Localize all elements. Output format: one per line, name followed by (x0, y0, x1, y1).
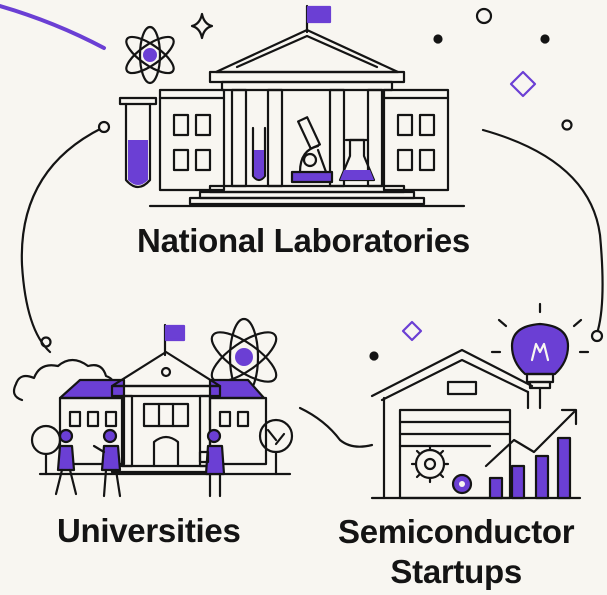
microscope-icon (290, 116, 334, 184)
gear-icon (410, 444, 450, 484)
trend-arrow-icon (484, 408, 578, 468)
students-icon (54, 428, 226, 498)
semiconductor-startups-label-line2: Startups (390, 553, 522, 590)
tree-icon (258, 418, 294, 476)
flag-icon (305, 4, 332, 34)
semiconductor-startups-label: Semiconductor Startups (338, 512, 575, 592)
gear-icon (451, 473, 473, 495)
connector-node (97, 120, 111, 134)
connector-node (590, 329, 604, 343)
growth-chart-icon (488, 436, 572, 500)
national-laboratories-label: National Laboratories (137, 222, 470, 259)
test-tube-icon (251, 126, 267, 182)
university-campus-icon (12, 317, 294, 498)
deco-dot (540, 34, 550, 44)
connector-left (20, 126, 104, 354)
deco-circle (561, 119, 573, 131)
cloud-icon (12, 358, 116, 402)
atom-icon (125, 25, 175, 85)
startup-warehouse-icon (370, 302, 590, 500)
flask-icon (338, 138, 376, 182)
semiconductor-startups-label-line1: Semiconductor (338, 513, 575, 550)
connector-bottom (298, 406, 374, 448)
deco-diamond (401, 320, 423, 342)
deco-diamond (509, 70, 537, 98)
deco-dot (433, 34, 443, 44)
deco-sparkle (190, 12, 214, 40)
accent-swoosh (0, 4, 106, 50)
connector-right (481, 128, 604, 332)
national-lab-building-icon (118, 4, 466, 208)
deco-circle (40, 336, 52, 348)
tree-icon (30, 424, 62, 476)
test-tube-icon (118, 96, 158, 189)
lightbulb-icon (490, 302, 590, 410)
deco-circle (475, 7, 493, 25)
deco-dot (369, 351, 379, 361)
flag-icon (163, 323, 186, 357)
universities-label: Universities (57, 512, 241, 549)
